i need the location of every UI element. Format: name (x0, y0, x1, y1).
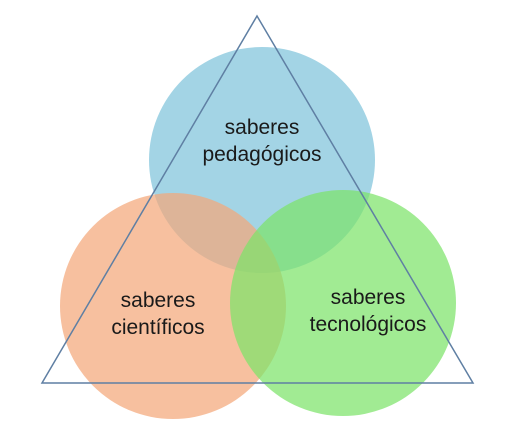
label-tecnologicos-line1: saberes (331, 286, 406, 309)
label-cientificos-line2: científicos (111, 316, 204, 339)
label-pedagogicos-line1: saberes (225, 116, 300, 139)
circle-saberes-cientificos (60, 193, 286, 419)
circle-saberes-tecnologicos (230, 190, 456, 416)
triangle-outline (40, 14, 475, 384)
label-cientificos-line1: saberes (121, 289, 196, 312)
label-tecnologicos-line2: tecnológicos (310, 313, 427, 336)
label-pedagogicos-line2: pedagógicos (202, 143, 321, 166)
